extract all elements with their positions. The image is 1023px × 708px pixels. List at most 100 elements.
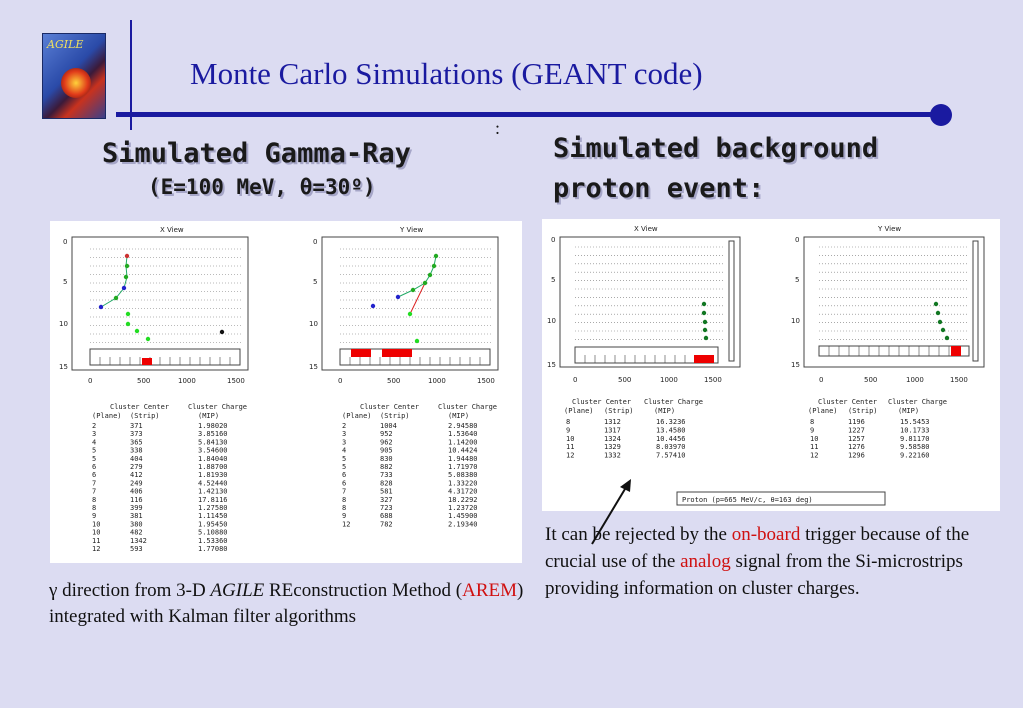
y-view-hit [370, 303, 376, 309]
y-view-ytick: 5 [313, 278, 317, 286]
y-view-xtick: 1000 [906, 376, 924, 384]
x-view-hit [121, 285, 127, 291]
caption-text: It can be rejected by the [545, 524, 732, 545]
table-cell: 1.77080 [198, 545, 228, 553]
table-cell: 9 [566, 426, 570, 434]
y-view-table-header: Cluster Center [360, 403, 419, 411]
table-cell: 5 [342, 455, 346, 463]
x-view-hit [113, 295, 119, 301]
y-view-xtick: 0 [819, 376, 823, 384]
table-cell: 1329 [604, 443, 621, 451]
y-view-hit [414, 338, 420, 344]
table-cell: 1.14200 [448, 438, 478, 446]
y-view-table-header: (Plane) [342, 412, 372, 420]
table-cell: 10.4424 [448, 447, 478, 455]
agile-name: AGILE [210, 580, 265, 601]
y-view-ytick: 10 [309, 320, 318, 328]
table-cell: 482 [130, 529, 143, 537]
y-view-gridlines [340, 248, 492, 343]
x-view-xtick: 1500 [704, 376, 722, 384]
gamma-event-svg: X View 0 5 10 15 0 500 1000 1500 Cluster… [59, 226, 499, 553]
table-cell: 1312 [604, 418, 621, 426]
left-caption: γ direction from 3-D AGILE REconstructio… [49, 578, 524, 630]
table-cell: 962 [380, 438, 393, 446]
y-view-table-header: (Strip) [380, 412, 410, 420]
table-cell: 10 [810, 435, 818, 443]
logo-orb-icon [61, 68, 91, 98]
x-view-hit [134, 328, 140, 334]
table-cell: 9 [810, 426, 814, 434]
table-cell: 1324 [604, 435, 621, 443]
y-view-hit [935, 310, 941, 316]
y-view-table-header: (MIP) [448, 412, 469, 420]
table-cell: 412 [130, 471, 143, 479]
table-cell: 8 [566, 418, 570, 426]
right-caption: It can be rejected by the on-board trigg… [545, 521, 1000, 602]
x-view-xtick: 500 [137, 377, 150, 385]
table-cell: 4 [92, 438, 96, 446]
y-view-hit [422, 280, 428, 286]
y-view-calorimeter-hit [951, 346, 961, 356]
table-cell: 3 [92, 430, 96, 438]
x-view-table-header: Cluster Center [572, 398, 631, 406]
table-cell: 1.81930 [198, 471, 228, 479]
logo-text: AGILE [47, 38, 84, 51]
arem-term: AREM [462, 580, 518, 601]
table-cell: 2 [92, 422, 96, 430]
header-rule-dot [930, 104, 952, 126]
x-view-hit [701, 310, 707, 316]
page-title: Monte Carlo Simulations (GEANT code) [190, 56, 703, 91]
x-view-ytick: 10 [59, 320, 68, 328]
table-cell: 8 [92, 504, 96, 512]
header-horizontal-rule [116, 112, 942, 117]
table-cell: 12 [342, 520, 350, 528]
table-cell: 1.95450 [198, 520, 228, 528]
table-cell: 9 [342, 512, 346, 520]
header-vertical-rule [130, 20, 132, 130]
table-cell: 2 [342, 422, 346, 430]
table-cell: 327 [380, 496, 393, 504]
table-cell: 3.85160 [198, 430, 228, 438]
x-view-table-header: Cluster Charge [644, 398, 703, 406]
table-cell: 1296 [848, 452, 865, 460]
table-cell: 1276 [848, 443, 865, 451]
y-view-calorimeter-hit [382, 349, 412, 357]
left-heading-line1: Simulated Gamma-Ray [102, 138, 411, 169]
table-cell: 5.10880 [198, 529, 228, 537]
table-cell: 18.2292 [448, 496, 478, 504]
table-cell: 1.53640 [448, 430, 478, 438]
table-cell: 404 [130, 455, 143, 463]
table-cell: 6 [92, 463, 96, 471]
table-cell: 7.57410 [656, 452, 686, 460]
table-cell: 5 [92, 455, 96, 463]
y-view-ytick: 0 [313, 238, 317, 246]
table-cell: 16.3236 [656, 418, 686, 426]
y-view-hit [940, 327, 946, 333]
x-view-ytick: 5 [63, 278, 67, 286]
x-view-calorimeter [574, 346, 719, 364]
x-view-hit [703, 335, 709, 341]
table-cell: 7 [92, 479, 96, 487]
table-cell: 399 [130, 504, 143, 512]
table-cell: 9.58580 [900, 443, 930, 451]
y-view-table-header: (MIP) [898, 407, 919, 415]
table-cell: 11 [810, 443, 818, 451]
y-view-ytick: 0 [795, 236, 799, 244]
gamma-event-figure: X View 0 5 10 15 0 500 1000 1500 Cluster… [50, 221, 522, 563]
x-view-table-header: Cluster Charge [188, 403, 247, 411]
proton-event-svg: X View 0 5 10 15 0 500 1000 1500 Cluster… [547, 225, 985, 506]
x-view-calorimeter [89, 348, 241, 366]
y-view-calorimeter-hit [351, 349, 371, 357]
y-view-ytick: 15 [791, 361, 800, 369]
y-view-hit [431, 263, 437, 269]
y-view-xtick: 1500 [950, 376, 968, 384]
table-cell: 1257 [848, 435, 865, 443]
x-view-hit [98, 304, 104, 310]
y-view-hit [944, 335, 950, 341]
table-cell: 905 [380, 447, 393, 455]
x-view-hit [219, 329, 225, 335]
table-cell: 381 [130, 512, 143, 520]
x-view-xtick: 500 [618, 376, 631, 384]
x-view-xtick: 1000 [660, 376, 678, 384]
